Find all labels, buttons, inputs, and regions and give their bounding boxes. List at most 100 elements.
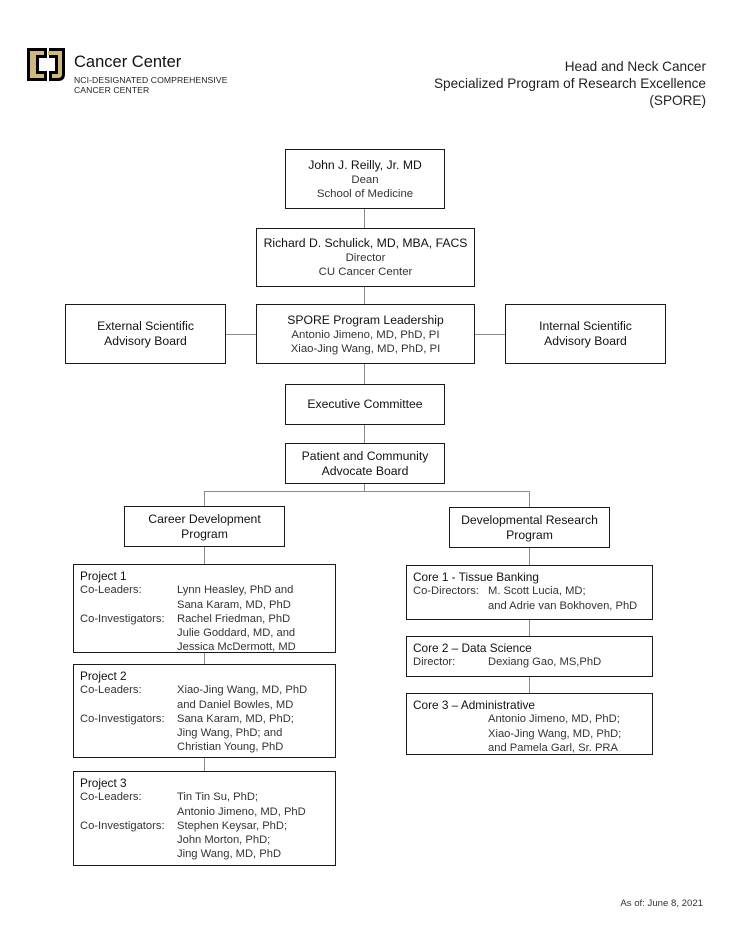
person: Tin Tin Su, PhD; — [177, 791, 259, 804]
external-advisory-box: External Scientific Advisory Board — [65, 304, 226, 364]
connector-core1-core2 — [529, 619, 530, 636]
person: Antonio Jimeno, MD, PhD; — [488, 713, 620, 726]
core-title: Core 3 – Administrative — [413, 698, 535, 712]
project-title: Project 1 — [80, 569, 127, 583]
connector-split-developmental — [529, 491, 530, 507]
connector-project2-project3 — [204, 757, 205, 772]
row-label: Co-Directors: — [413, 585, 479, 598]
as-of-date: As of: June 8, 2021 — [620, 898, 703, 909]
person: Xiao-Jing Wang, MD, PhD; — [488, 727, 622, 740]
row-label: Co-Leaders: — [80, 584, 142, 597]
career-line-1: Career Development — [148, 511, 261, 526]
row-names: Stephen Keysar, PhD; John Morton, PhD; J… — [177, 819, 329, 862]
row-names: Rachel Friedman, PhD Julie Goddard, MD, … — [177, 612, 329, 655]
row-label: Co-Investigators: — [80, 819, 165, 832]
logo-subtitle-line-1: NCI-DESIGNATED COMPREHENSIVE — [74, 75, 228, 85]
connector-external-leadership — [225, 334, 256, 335]
director-box: Richard D. Schulick, MD, MBA, FACS Direc… — [256, 228, 475, 287]
leadership-box: SPORE Program Leadership Antonio Jimeno,… — [256, 304, 475, 364]
leadership-pi-1: Antonio Jimeno, MD, PhD, PI — [291, 328, 440, 341]
person: M. Scott Lucia, MD; — [488, 585, 586, 598]
project-2-box: Project 2 Co-Leaders: Xiao-Jing Wang, MD… — [73, 664, 336, 758]
connector-leadership-internal — [475, 334, 506, 335]
person: Christian Young, PhD — [177, 741, 284, 754]
advocate-line-1: Patient and Community — [301, 448, 429, 463]
project-title: Project 2 — [80, 669, 127, 683]
core-2-box: Core 2 – Data Science Director: Dexiang … — [406, 636, 653, 677]
project-1-box: Project 1 Co-Leaders: Lynn Heasley, PhD … — [73, 564, 336, 653]
advocate-board-box: Patient and Community Advocate Board — [285, 443, 445, 484]
person: Jing Wang, MD, PhD — [177, 848, 282, 861]
director-name: Richard D. Schulick, MD, MBA, FACS — [263, 236, 468, 250]
dean-org: School of Medicine — [316, 187, 414, 200]
external-line-2: Advisory Board — [104, 334, 187, 348]
person: Lynn Heasley, PhD and — [177, 584, 294, 597]
project-row: Co-Investigators: Sana Karam, MD, PhD; J… — [80, 712, 329, 755]
row-label: Co-Investigators: — [80, 712, 165, 725]
dean-box: John J. Reilly, Jr. MD Dean School of Me… — [285, 149, 445, 209]
person: Jessica McDermott, MD — [177, 641, 296, 654]
executive-committee-box: Executive Committee — [285, 384, 445, 425]
career-development-box: Career Development Program — [124, 506, 285, 547]
person: Antonio Jimeno, MD, PhD — [177, 805, 306, 818]
logo-subtitle-line-2: CANCER CENTER — [74, 85, 150, 95]
row-names: Sana Karam, MD, PhD; Jing Wang, PhD; and… — [177, 712, 329, 755]
connector-split-career — [204, 491, 205, 507]
project-row: Co-Leaders: Xiao-Jing Wang, MD, PhD and … — [80, 683, 329, 712]
project-3-box: Project 3 Co-Leaders: Tin Tin Su, PhD; A… — [73, 771, 336, 866]
developmental-line-1: Developmental Research — [461, 512, 598, 527]
connector-split-horizontal — [204, 491, 530, 492]
advocate-line-2: Advocate Board — [321, 463, 409, 478]
page-title-line-2: Specialized Program of Research Excellen… — [433, 76, 706, 91]
connector-director-leadership — [364, 286, 365, 304]
internal-advisory-box: Internal Scientific Advisory Board — [505, 304, 666, 364]
logo-title: Cancer Center — [74, 53, 182, 71]
page-title-line-3: (SPORE) — [649, 93, 706, 108]
person: Stephen Keysar, PhD; — [177, 819, 288, 832]
connector-advocate-split — [364, 483, 365, 491]
row-names: Lynn Heasley, PhD and Sana Karam, MD, Ph… — [177, 583, 329, 612]
row-label: Director: — [413, 656, 456, 669]
logo-subtitle: NCI-DESIGNATED COMPREHENSIVE CANCER CENT… — [74, 75, 228, 95]
director-org: CU Cancer Center — [318, 266, 413, 278]
developmental-line-2: Program — [506, 527, 553, 542]
project-row: Co-Investigators: Rachel Friedman, PhD J… — [80, 612, 329, 655]
row-label: Co-Investigators: — [80, 612, 165, 625]
project-title: Project 3 — [80, 776, 127, 790]
connector-executive-advocate — [364, 424, 365, 443]
project-row: Co-Investigators: Stephen Keysar, PhD; J… — [80, 819, 329, 862]
dean-name: John J. Reilly, Jr. MD — [308, 157, 422, 172]
person: Xiao-Jing Wang, MD, PhD — [177, 684, 308, 697]
internal-line-1: Internal Scientific — [539, 319, 632, 333]
connector-core2-core3 — [529, 676, 530, 694]
row-names: Dexiang Gao, MS,PhD — [488, 655, 646, 669]
person: Sana Karam, MD, PhD; — [177, 712, 294, 725]
row-names: Antonio Jimeno, MD, PhD; Xiao-Jing Wang,… — [488, 712, 646, 755]
row-names: Tin Tin Su, PhD; Antonio Jimeno, MD, PhD — [177, 790, 329, 819]
external-line-1: External Scientific — [97, 319, 194, 333]
person: Sana Karam, MD, PhD — [177, 598, 291, 611]
person: John Morton, PhD; — [177, 834, 271, 847]
row-label — [413, 712, 488, 755]
core-1-box: Core 1 - Tissue Banking Co-Directors: M.… — [406, 565, 653, 620]
core-title: Core 1 - Tissue Banking — [413, 570, 539, 584]
leadership-title: SPORE Program Leadership — [287, 312, 444, 327]
person: and Adrie van Bokhoven, PhD — [488, 599, 638, 612]
cu-logo-icon — [27, 48, 65, 81]
internal-line-2: Advisory Board — [544, 334, 627, 348]
executive-title: Executive Committee — [307, 397, 423, 411]
connector-dean-director — [364, 208, 365, 229]
career-line-2: Program — [181, 526, 228, 541]
core-row: Co-Directors: M. Scott Lucia, MD; and Ad… — [413, 584, 646, 613]
connector-developmental-cores — [529, 547, 530, 565]
row-label: Co-Leaders: — [80, 684, 142, 697]
core-title: Core 2 – Data Science — [413, 641, 532, 655]
director-role: Director — [345, 252, 386, 264]
connector-career-projects — [204, 546, 205, 565]
person: Jing Wang, PhD; and — [177, 727, 283, 740]
developmental-research-box: Developmental Research Program — [449, 507, 610, 548]
connector-leadership-executive — [364, 364, 365, 384]
person: Julie Goddard, MD, and — [177, 627, 296, 640]
leadership-pi-2: Xiao-Jing Wang, MD, PhD, PI — [290, 342, 441, 355]
row-names: M. Scott Lucia, MD; and Adrie van Bokhov… — [488, 584, 646, 613]
